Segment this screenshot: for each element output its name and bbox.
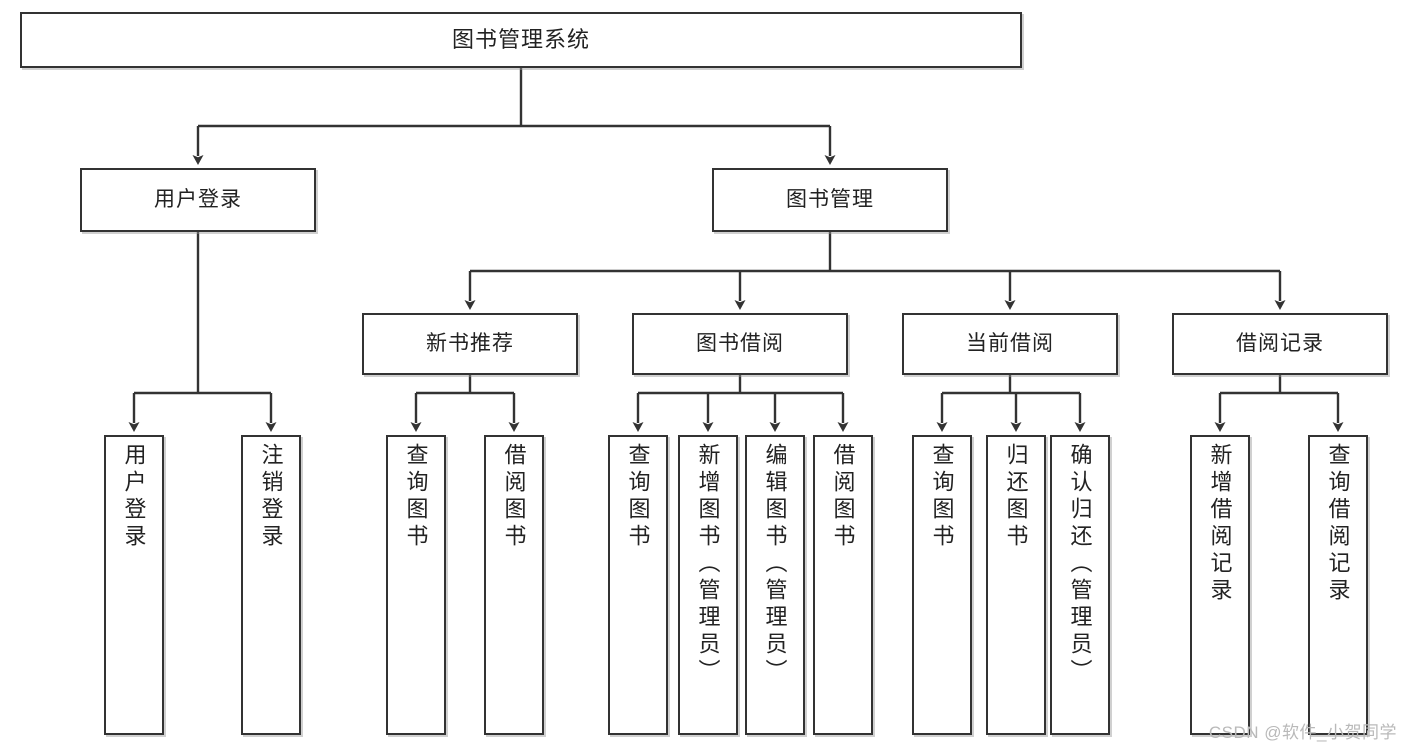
node-label: 新增图书（管理员） [695,443,721,686]
node-leaf-cur-confirm[interactable]: 确认归还（管理员） [1050,435,1110,735]
node-leaf-cur-return[interactable]: 归还图书 [986,435,1046,735]
node-label: 确认归还（管理员） [1067,443,1093,686]
node-leaf-borrow-edit[interactable]: 编辑图书（管理员） [745,435,805,735]
node-label: 查询图书 [929,443,955,551]
node-book-manage[interactable]: 图书管理 [712,168,948,232]
node-leaf-user-login[interactable]: 用户登录 [104,435,164,735]
node-leaf-borrow-lend[interactable]: 借阅图书 [813,435,873,735]
node-root[interactable]: 图书管理系统 [20,12,1022,68]
node-leaf-cur-query[interactable]: 查询图书 [912,435,972,735]
node-label: 查询借阅记录 [1325,443,1351,605]
node-leaf-rec-borrow[interactable]: 借阅图书 [484,435,544,735]
node-label: 编辑图书（管理员） [762,443,788,686]
node-label: 图书管理 [786,187,874,211]
node-leaf-user-logout[interactable]: 注销登录 [241,435,301,735]
node-label: 新增借阅记录 [1207,443,1233,605]
node-label: 当前借阅 [966,331,1054,355]
node-leaf-rec-query[interactable]: 查询图书 [386,435,446,735]
node-label: 注销登录 [258,443,284,551]
node-leaf-borrow-query[interactable]: 查询图书 [608,435,668,735]
node-leaf-rec-query2[interactable]: 查询借阅记录 [1308,435,1368,735]
node-leaf-borrow-add[interactable]: 新增图书（管理员） [678,435,738,735]
node-label: 图书管理系统 [451,27,590,53]
node-label: 查询图书 [625,443,651,551]
node-label: 借阅记录 [1236,331,1324,355]
node-label: 图书借阅 [696,331,784,355]
node-label: 新书推荐 [426,331,514,355]
node-new-book-rec[interactable]: 新书推荐 [362,313,578,375]
node-label: 用户登录 [154,187,242,211]
node-borrow-record[interactable]: 借阅记录 [1172,313,1388,375]
node-label: 借阅图书 [830,443,856,551]
node-leaf-rec-add[interactable]: 新增借阅记录 [1190,435,1250,735]
node-current-borrow[interactable]: 当前借阅 [902,313,1118,375]
node-user-login[interactable]: 用户登录 [80,168,316,232]
node-book-borrow[interactable]: 图书借阅 [632,313,848,375]
node-label: 用户登录 [121,443,147,551]
node-label: 归还图书 [1003,443,1029,551]
node-label: 借阅图书 [501,443,527,551]
node-label: 查询图书 [403,443,429,551]
